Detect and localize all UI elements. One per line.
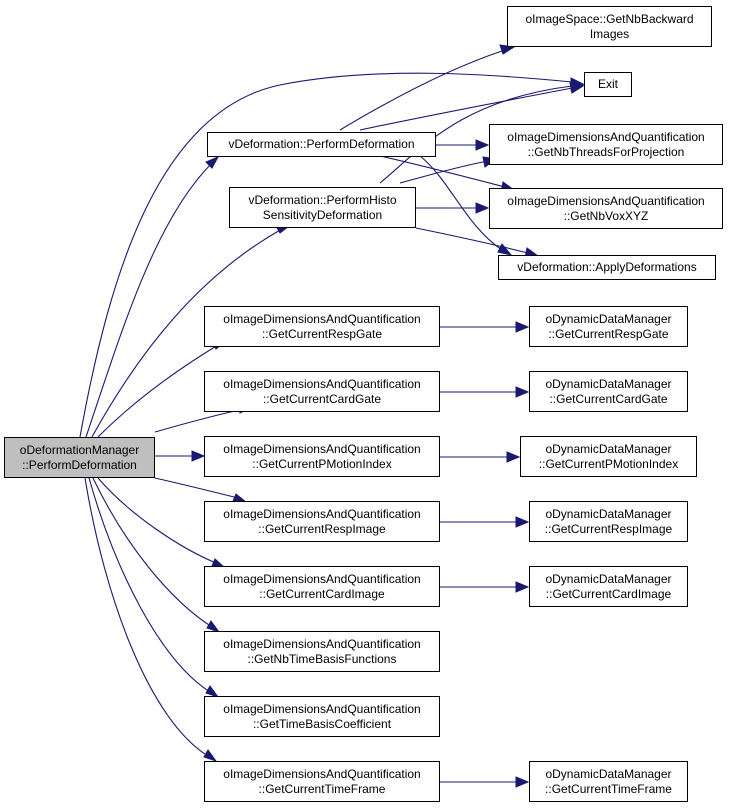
node-ddm-card-image[interactable]: oDynamicDataManager ::GetCurrentCardImag…	[529, 566, 688, 607]
edge-root-to-perform-histo	[91, 228, 283, 438]
node-label-line2: ::GetCurrentTimeFrame	[258, 781, 386, 796]
node-label-line1: oImageSpace::GetNbBackward	[525, 11, 694, 26]
edge-root-to-idq-card-image	[97, 477, 217, 564]
edge-arrowhead	[203, 749, 218, 762]
node-label-line2: ::GetCurrentRespImage	[544, 521, 673, 536]
node-label-line1: oDynamicDataManager	[545, 766, 672, 781]
node-label-line2: ::GetCurrentPMotionIndex	[252, 456, 392, 471]
edge-root-to-idq-resp-gate	[97, 344, 219, 438]
node-label-line2: ::GetCurrentCardImage	[259, 586, 385, 601]
edge-arrowhead	[515, 386, 530, 398]
node-exit[interactable]: Exit	[584, 72, 632, 97]
node-label-line1: oDynamicDataManager	[545, 441, 672, 456]
edge-perform-histo-to-exit	[379, 85, 573, 184]
node-apply-deformations[interactable]: vDeformation::ApplyDeformations	[498, 255, 716, 280]
node-label-line1: oImageDimensionsAndQuantification	[223, 701, 421, 716]
node-label-line1: oDynamicDataManager	[545, 506, 672, 521]
node-label-line2: ::PerformDeformation	[22, 457, 137, 472]
node-label-line2: SensitivityDeformation	[262, 207, 383, 222]
edge-arrowhead	[515, 321, 530, 333]
node-ddm-resp-image[interactable]: oDynamicDataManager ::GetCurrentRespImag…	[529, 501, 688, 542]
edge-perform-histo-to-apply	[415, 227, 529, 254]
node-label-line2: ::GetCurrentCardGate	[549, 391, 668, 406]
node-label-line1: vDeformation::PerformDeformation	[228, 137, 415, 151]
node-label-line1: oImageDimensionsAndQuantification	[223, 571, 421, 586]
node-label-line1: oImageDimensionsAndQuantification	[223, 506, 421, 521]
node-label-line2: ::GetCurrentCardGate	[262, 391, 382, 406]
node-label-line1: vDeformation::PerformHisto	[248, 192, 397, 207]
edge-perform-deformation-to-apply	[419, 155, 503, 251]
node-label-line1: oDynamicDataManager	[545, 376, 672, 391]
node-idq-pmotion[interactable]: oImageDimensionsAndQuantification ::GetC…	[204, 436, 440, 477]
edge-root-to-idq-time-basis-functions	[92, 477, 213, 628]
edge-arrowhead	[497, 243, 513, 256]
node-label-line1: oImageDimensionsAndQuantification	[507, 129, 705, 144]
node-label-line2: ::GetCurrentPMotionIndex	[538, 456, 679, 471]
edge-arrowhead	[515, 581, 530, 593]
node-label-line2: ::GetCurrentRespGate	[261, 326, 383, 341]
edge-arrowhead	[191, 450, 206, 462]
node-get-nb-backward[interactable]: oImageSpace::GetNbBackward Images	[507, 6, 712, 47]
node-ddm-card-gate[interactable]: oDynamicDataManager ::GetCurrentCardGate	[529, 371, 688, 412]
node-get-nb-vox[interactable]: oImageDimensionsAndQuantification ::GetN…	[489, 188, 723, 229]
node-label-line2: ::GetCurrentRespGate	[548, 326, 669, 341]
node-label-line1: oImageDimensionsAndQuantification	[507, 193, 705, 208]
node-ddm-time-frame[interactable]: oDynamicDataManager ::GetCurrentTimeFram…	[529, 761, 688, 802]
node-label-line1: oImageDimensionsAndQuantification	[223, 376, 421, 391]
edge-root-to-idq-resp-image	[154, 477, 239, 499]
node-idq-resp-gate[interactable]: oImageDimensionsAndQuantification ::GetC…	[204, 306, 440, 347]
edge-arrowhead	[515, 516, 530, 528]
node-label-line2: ::GetCurrentCardImage	[545, 586, 672, 601]
edge-arrowhead	[475, 202, 490, 214]
node-label-line1: oDeformationManager	[19, 442, 140, 457]
node-label-line1: Exit	[597, 77, 618, 91]
node-label-line2: ::GetNbThreadsForProjection	[527, 144, 685, 159]
node-get-nb-threads[interactable]: oImageDimensionsAndQuantification ::GetN…	[489, 124, 723, 165]
node-ddm-pmotion[interactable]: oDynamicDataManager ::GetCurrentPMotionI…	[520, 436, 697, 477]
node-idq-resp-image[interactable]: oImageDimensionsAndQuantification ::GetC…	[204, 501, 440, 542]
node-perform-deformation[interactable]: vDeformation::PerformDeformation	[207, 132, 436, 157]
edge-arrowhead	[206, 620, 221, 633]
node-idq-card-gate[interactable]: oImageDimensionsAndQuantification ::GetC…	[204, 371, 440, 412]
node-label-line1: oDynamicDataManager	[545, 311, 672, 326]
edge-root-to-idq-card-gate	[154, 408, 245, 433]
edge-root-to-perform-deformation	[85, 162, 213, 438]
node-label-line2: ::GetNbVoxXYZ	[563, 208, 649, 223]
node-label-line2: ::GetCurrentRespImage	[258, 521, 386, 536]
edge-root-to-idq-time-basis-coefficient	[88, 477, 211, 693]
edge-arrowhead	[205, 685, 220, 698]
node-label-line1: oImageDimensionsAndQuantification	[223, 766, 421, 781]
node-label-line2: ::GetNbTimeBasisFunctions	[247, 651, 397, 666]
node-idq-card-image[interactable]: oImageDimensionsAndQuantification ::GetC…	[204, 566, 440, 607]
node-perform-histo[interactable]: vDeformation::PerformHisto SensitivityDe…	[229, 187, 416, 228]
edge-root-to-exit	[79, 72, 573, 438]
edge-perform-deformation-to-get-nb-backward	[339, 49, 506, 131]
node-label-line1: oImageDimensionsAndQuantification	[223, 441, 421, 456]
edge-arrowhead	[205, 155, 220, 169]
node-label-line1: vDeformation::ApplyDeformations	[517, 260, 697, 274]
edge-perform-histo-to-get-nb-threads	[399, 160, 489, 184]
node-label-line2: ::GetCurrentTimeFrame	[545, 781, 672, 796]
edge-arrowhead	[570, 80, 585, 91]
node-idq-time-basis-functions[interactable]: oImageDimensionsAndQuantification ::GetN…	[204, 631, 440, 672]
node-label-line2: ::GetTimeBasisCoefficient	[252, 716, 392, 731]
node-label-line1: oImageDimensionsAndQuantification	[223, 636, 421, 651]
node-ddm-resp-gate[interactable]: oDynamicDataManager ::GetCurrentRespGate	[529, 306, 688, 347]
node-label-line2: Images	[589, 26, 630, 41]
node-label-line1: oDynamicDataManager	[545, 571, 672, 586]
node-root[interactable]: oDeformationManager ::PerformDeformation	[4, 437, 155, 478]
node-label-line1: oImageDimensionsAndQuantification	[223, 311, 421, 326]
edge-arrowhead	[475, 139, 490, 151]
edge-arrowhead	[506, 451, 521, 463]
edge-perform-deformation-to-exit	[359, 87, 573, 131]
node-idq-time-basis-coefficient[interactable]: oImageDimensionsAndQuantification ::GetT…	[204, 696, 440, 737]
edge-arrowhead	[515, 776, 530, 788]
node-idq-time-frame[interactable]: oImageDimensionsAndQuantification ::GetC…	[204, 761, 440, 802]
edge-root-to-idq-time-frame	[84, 477, 209, 757]
